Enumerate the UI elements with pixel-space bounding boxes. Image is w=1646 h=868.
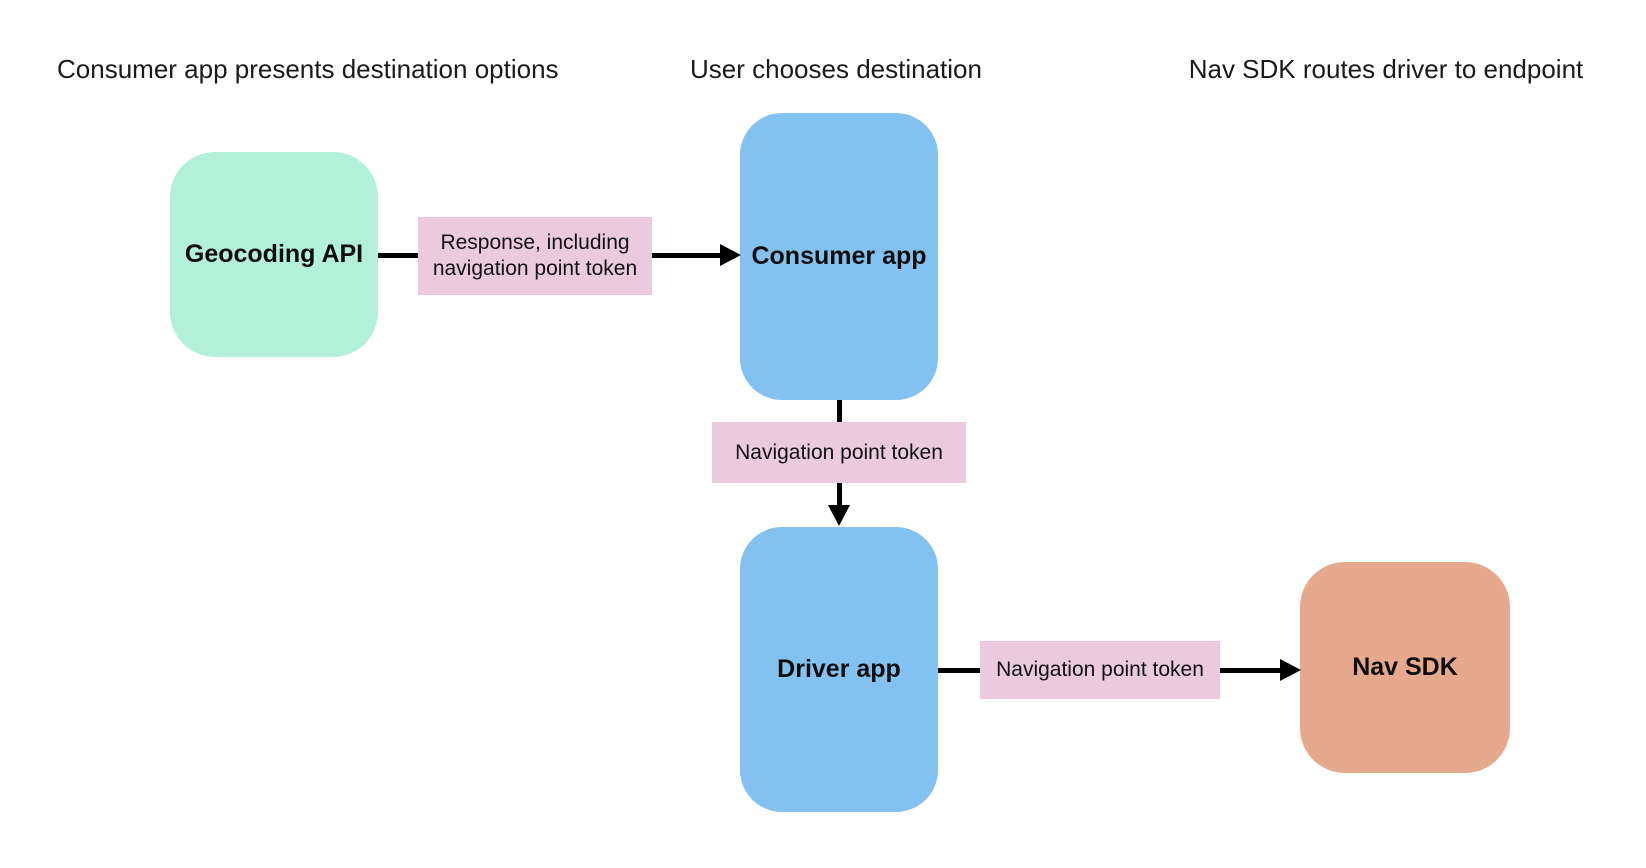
node-geocoding-api-label: Geocoding API [184,240,364,268]
node-nav-sdk-label: Nav SDK [1352,653,1458,681]
node-driver-app: Driver app [740,527,938,812]
column-heading-nav-sdk-routes: Nav SDK routes driver to endpoint [1188,54,1584,84]
column-heading-user-chooses: User chooses destination [690,54,982,84]
node-nav-sdk: Nav SDK [1300,562,1510,773]
node-consumer-app-label: Consumer app [751,242,927,270]
edge-label-navigation-point-token-2: Navigation point token [980,641,1220,699]
node-driver-app-label: Driver app [777,655,901,683]
column-heading-consumer-presents: Consumer app presents destination option… [57,54,559,84]
node-geocoding-api: Geocoding API [170,152,378,357]
edge-label-navigation-point-token-1: Navigation point token [712,422,966,483]
arrowhead-right-icon [720,244,741,266]
edge-label-response-token: Response, including navigation point tok… [418,217,652,295]
node-consumer-app: Consumer app [740,113,938,400]
arrowhead-down-icon [828,505,850,526]
arrowhead-right-icon [1280,659,1301,681]
